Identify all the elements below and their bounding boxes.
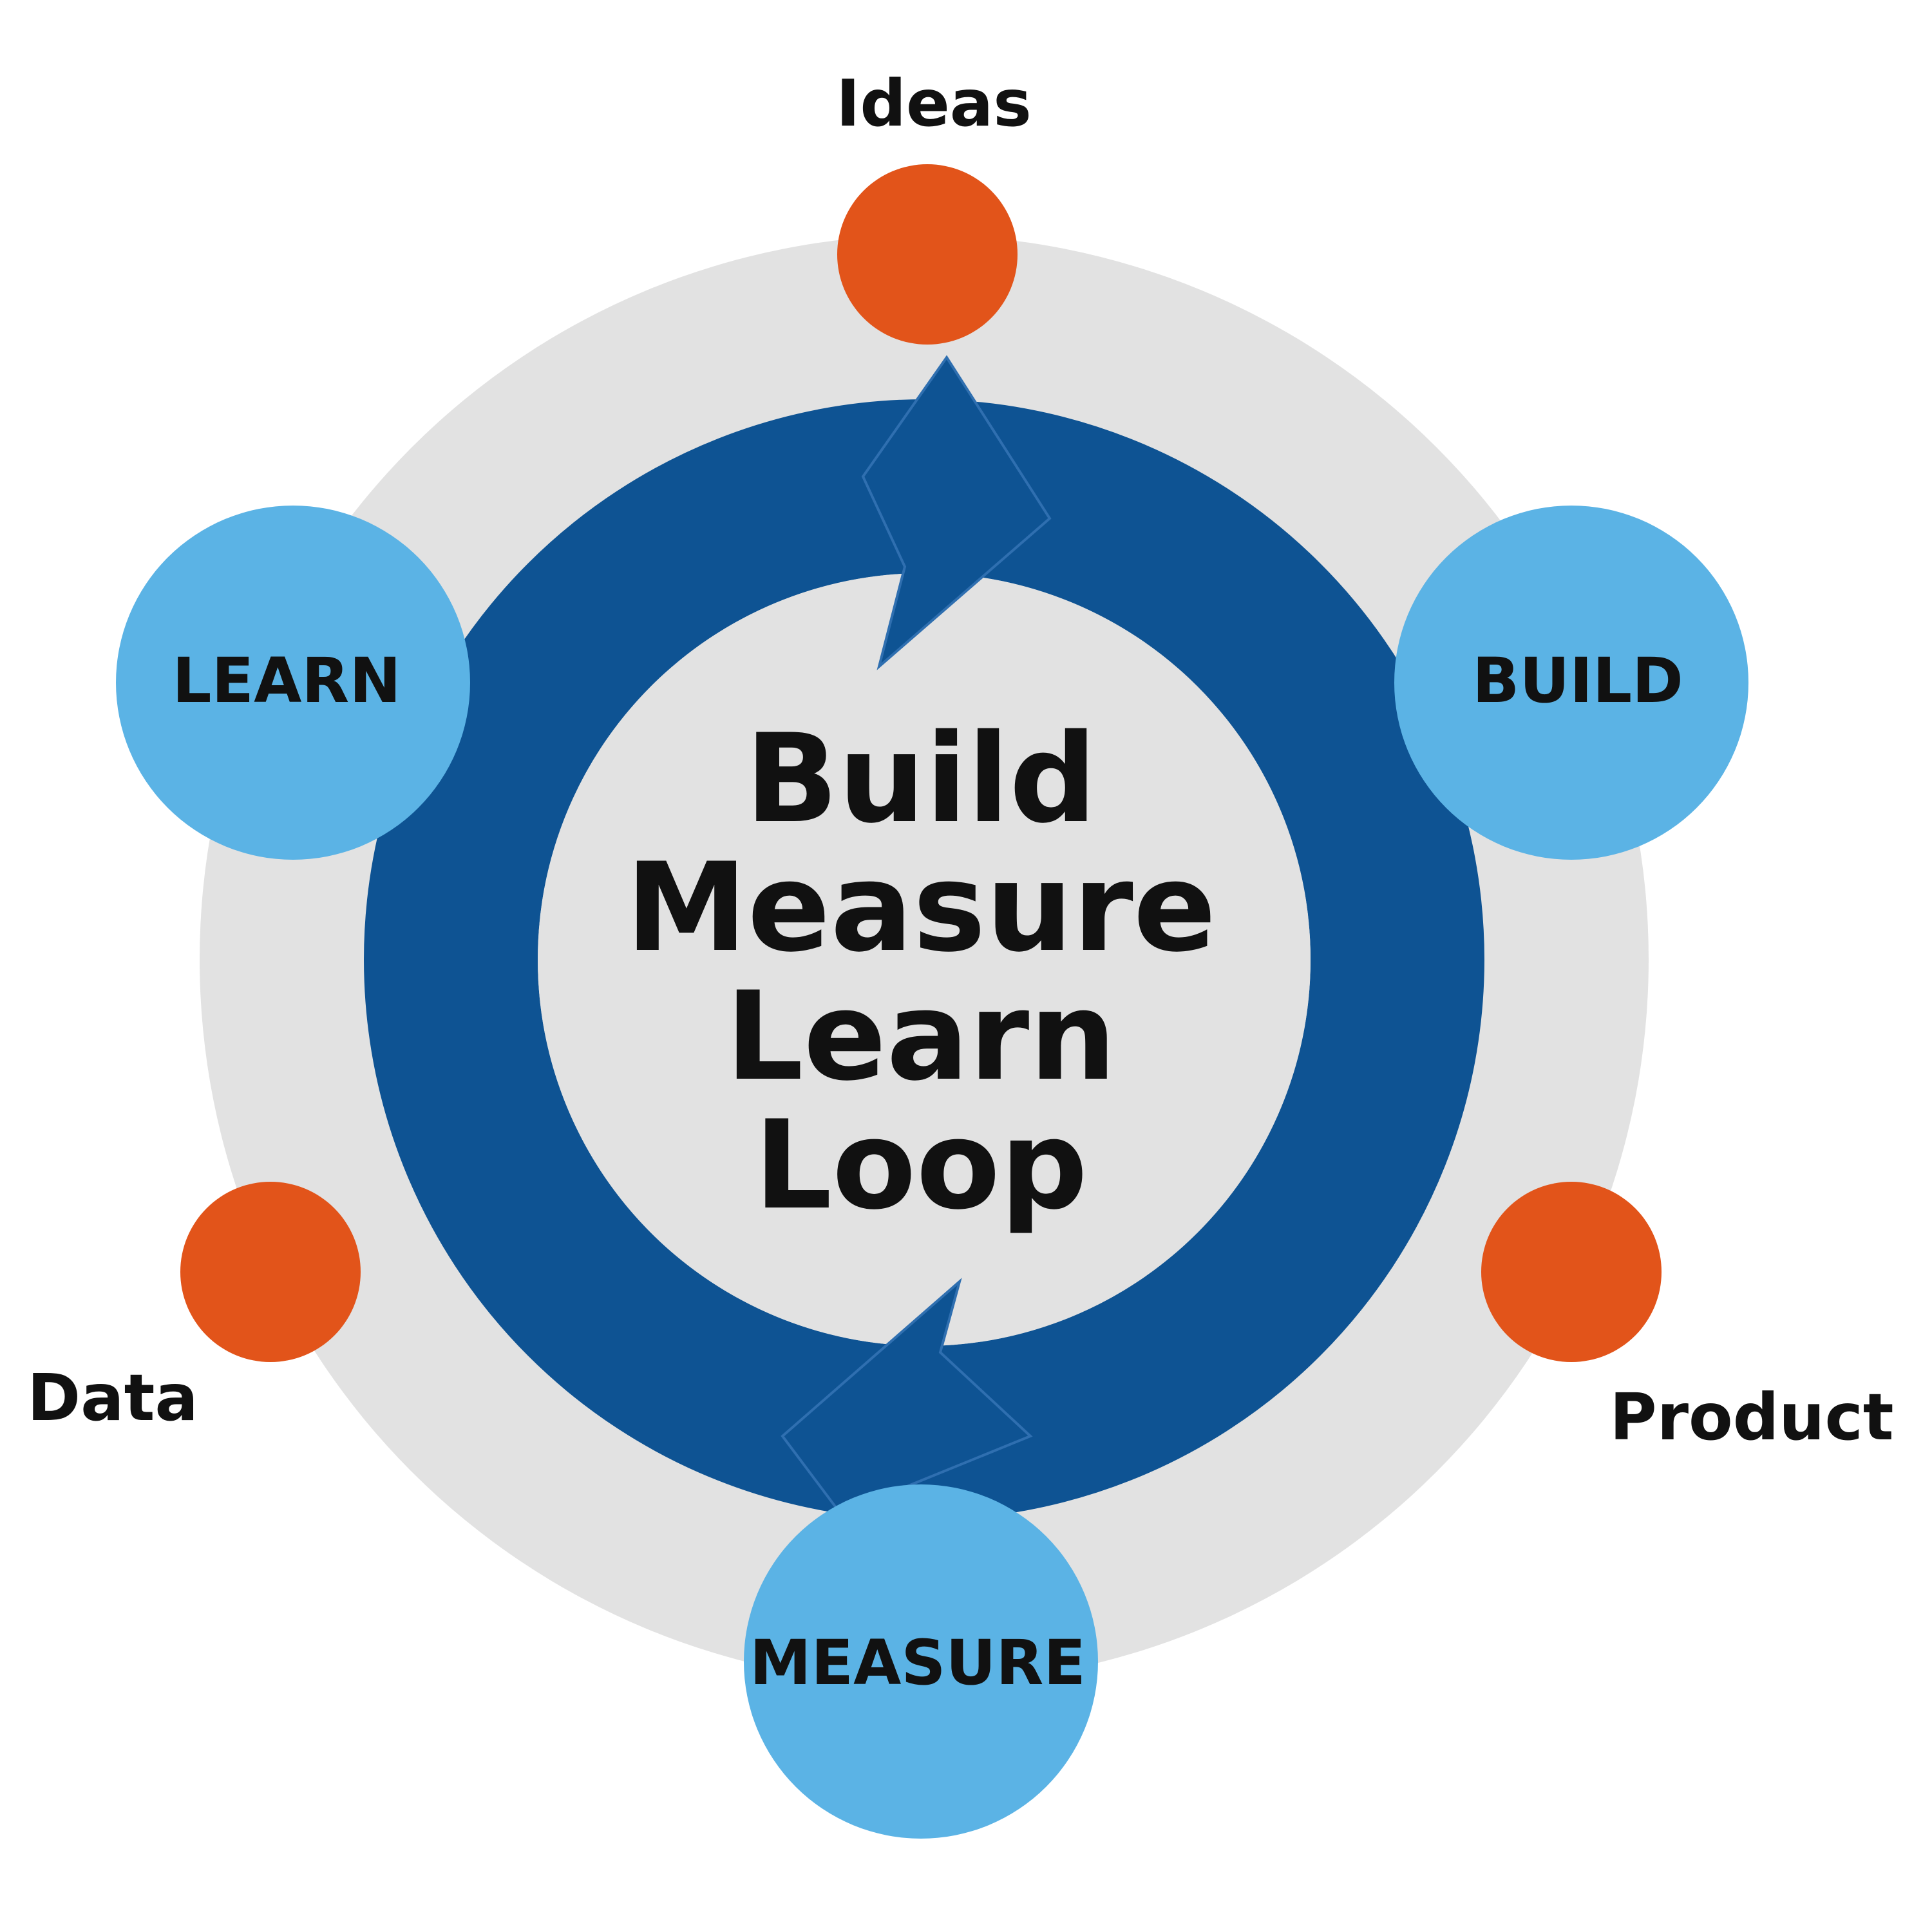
stage-circle-measure	[744, 1484, 1098, 1839]
stage-label-measure: MEASURE	[750, 1627, 1086, 1699]
stage-label-learn: LEARN	[172, 645, 401, 717]
center-title-line-1: Build	[745, 708, 1097, 850]
loop-arrow-bottom	[781, 1278, 1033, 1515]
output-label-product: Product	[1609, 1379, 1893, 1455]
loop-arrow-top	[861, 355, 1052, 670]
output-dot-ideas	[837, 164, 1018, 345]
output-dot-product	[1481, 1182, 1662, 1362]
output-dot-data	[180, 1182, 361, 1362]
center-title-line-4: Loop	[754, 1094, 1088, 1236]
center-title-line-2: Measure	[625, 837, 1216, 979]
stage-circle-learn	[116, 506, 470, 860]
inner-disc	[538, 573, 1311, 1346]
center-title-line-3: Learn	[725, 965, 1116, 1108]
stage-label-build: BUILD	[1472, 645, 1683, 717]
stage-circle-build	[1394, 506, 1748, 860]
output-label-ideas: Ideas	[836, 66, 1032, 141]
output-label-data: Data	[27, 1360, 198, 1435]
